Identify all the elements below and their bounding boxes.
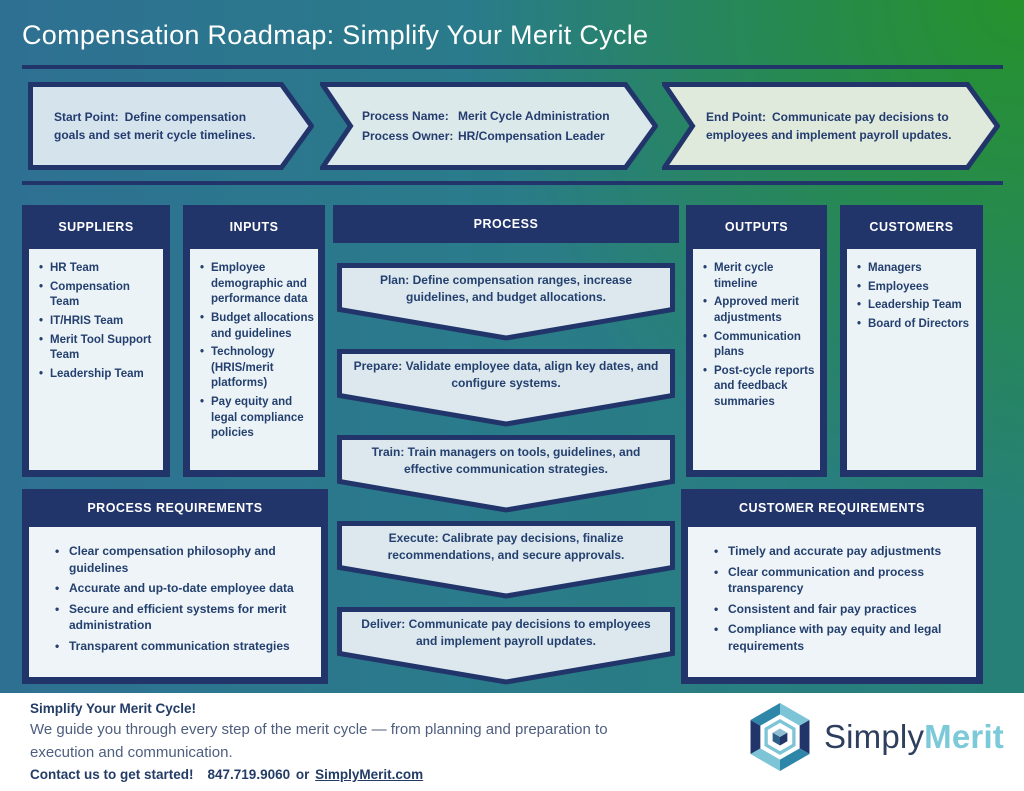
- list-item: Merit cycle timeline: [702, 261, 818, 292]
- process-name-arrow: Process Name: Merit Cycle Administration…: [320, 82, 658, 170]
- list-item: Approved merit adjustments: [702, 295, 818, 326]
- divider-line-middle: [22, 181, 1003, 185]
- suppliers-header: SUPPLIERS: [58, 220, 134, 234]
- process-owner-value: HR/Compensation Leader: [458, 129, 605, 143]
- footer-headline: Simplify Your Merit Cycle!: [30, 701, 197, 716]
- process-step-text: Execute: Calibrate pay decisions, finali…: [387, 531, 625, 562]
- list-item: Merit Tool Support Team: [38, 333, 161, 364]
- logo-wordmark: SimplyMerit: [824, 718, 1004, 756]
- list-item: Technology (HRIS/merit platforms): [199, 345, 316, 392]
- customers-body: ManagersEmployeesLeadership TeamBoard of…: [847, 249, 976, 470]
- chevron-down-shape: [337, 435, 675, 513]
- inputs-body: Employee demographic and performance dat…: [190, 249, 318, 470]
- customers-column: CUSTOMERS ManagersEmployeesLeadership Te…: [840, 205, 983, 477]
- contact-label: Contact us to get started!: [30, 767, 194, 782]
- outputs-body: Merit cycle timelineApproved merit adjus…: [693, 249, 820, 470]
- list-item: Timely and accurate pay adjustments: [714, 543, 968, 560]
- logo-text-simply: Simply: [823, 718, 925, 755]
- divider-line-top: [22, 65, 1003, 69]
- customers-list: ManagersEmployeesLeadership TeamBoard of…: [856, 261, 974, 333]
- customer-requirements-box: CUSTOMER REQUIREMENTS Timely and accurat…: [681, 489, 983, 684]
- process-header: PROCESS: [333, 205, 679, 243]
- end-point-arrow: End Point:Communicate pay decisions to e…: [662, 82, 1000, 170]
- customers-header: CUSTOMERS: [869, 220, 954, 234]
- customer-requirements-list: Timely and accurate pay adjustmentsClear…: [714, 543, 968, 654]
- process-step-text: Train: Train managers on tools, guidelin…: [371, 445, 641, 476]
- list-item: HR Team: [38, 261, 161, 277]
- list-item: Leadership Team: [856, 298, 974, 314]
- outputs-list: Merit cycle timelineApproved merit adjus…: [702, 261, 818, 411]
- inputs-column: INPUTS Employee demographic and performa…: [183, 205, 325, 477]
- list-item: Consistent and fair pay practices: [714, 601, 968, 618]
- list-item: Managers: [856, 261, 974, 277]
- list-item: Budget allocations and guidelines: [199, 311, 316, 342]
- end-point-description: Communicate pay decisions to employees a…: [706, 110, 952, 142]
- end-point-label: End Point:: [706, 110, 766, 124]
- list-item: Accurate and up-to-date employee data: [55, 580, 313, 597]
- contact-or-text: or: [295, 767, 310, 782]
- process-requirements-list: Clear compensation philosophy and guidel…: [55, 543, 313, 654]
- chevron-down-shape: [337, 349, 675, 427]
- website-link[interactable]: SimplyMerit.com: [315, 767, 424, 782]
- process-step-execute: Execute: Calibrate pay decisions, finali…: [337, 521, 675, 599]
- process-requirements-body: Clear compensation philosophy and guidel…: [29, 527, 321, 677]
- start-point-arrow: Start Point:Define compensation goals an…: [28, 82, 314, 170]
- start-point-description: Define compensation goals and set merit …: [54, 110, 256, 142]
- process-step-plan: Plan: Define compensation ranges, increa…: [337, 263, 675, 341]
- list-item: Transparent communication strategies: [55, 638, 313, 655]
- process-name-text: Process Name: Merit Cycle Administration…: [320, 82, 658, 170]
- start-point-label: Start Point:: [54, 110, 119, 124]
- footer-contact-line: Contact us to get started! 847.719.9060 o…: [30, 767, 678, 782]
- chevron-down-shape: [337, 521, 675, 599]
- list-item: Compensation Team: [38, 280, 161, 311]
- logo-text-merit: Merit: [924, 718, 1004, 755]
- footer: Simplify Your Merit Cycle! We guide you …: [0, 693, 1024, 791]
- list-item: Employee demographic and performance dat…: [199, 261, 316, 308]
- chevron-down-shape: [337, 263, 675, 341]
- suppliers-body: HR TeamCompensation TeamIT/HRIS TeamMeri…: [29, 249, 163, 470]
- inputs-list: Employee demographic and performance dat…: [199, 261, 316, 442]
- phone-number: 847.719.9060: [207, 767, 291, 782]
- outputs-column: OUTPUTS Merit cycle timelineApproved mer…: [686, 205, 827, 477]
- footer-description: We guide you through every step of the m…: [30, 721, 608, 761]
- chevron-down-shape: [337, 607, 675, 685]
- process-step-prepare: Prepare: Validate employee data, align k…: [337, 349, 675, 427]
- process-step-text: Plan: Define compensation ranges, increa…: [379, 273, 633, 304]
- end-point-text: End Point:Communicate pay decisions to e…: [662, 82, 1000, 170]
- list-item: Board of Directors: [856, 317, 974, 333]
- hexagon-cube-logo-icon: [750, 703, 810, 771]
- list-item: Secure and efficient systems for merit a…: [55, 601, 313, 634]
- list-item: IT/HRIS Team: [38, 314, 161, 330]
- suppliers-column: SUPPLIERS HR TeamCompensation TeamIT/HRI…: [22, 205, 170, 477]
- arrow-right-shape: [662, 82, 1000, 170]
- start-point-text: Start Point:Define compensation goals an…: [28, 82, 314, 170]
- process-step-text: Deliver: Communicate pay decisions to em…: [361, 617, 651, 648]
- process-name-label: Process Name:: [362, 109, 449, 123]
- customer-requirements-body: Timely and accurate pay adjustmentsClear…: [688, 527, 976, 677]
- inputs-header: INPUTS: [229, 220, 279, 234]
- process-name-value: Merit Cycle Administration: [458, 109, 610, 123]
- process-requirements-header: PROCESS REQUIREMENTS: [87, 501, 263, 515]
- outputs-header: OUTPUTS: [724, 220, 789, 234]
- arrow-right-shape: [320, 82, 658, 170]
- list-item: Clear communication and process transpar…: [714, 564, 968, 597]
- process-owner-label: Process Owner:: [362, 129, 454, 143]
- list-item: Compliance with pay equity and legal req…: [714, 621, 968, 654]
- list-item: Post-cycle reports and feedback summarie…: [702, 364, 818, 411]
- footer-text-block: Simplify Your Merit Cycle! We guide you …: [30, 698, 678, 782]
- process-step-deliver: Deliver: Communicate pay decisions to em…: [337, 607, 675, 685]
- arrow-right-shape: [28, 82, 314, 170]
- page-title: Compensation Roadmap: Simplify Your Meri…: [22, 20, 649, 50]
- list-item: Employees: [856, 280, 974, 296]
- process-requirements-box: PROCESS REQUIREMENTS Clear compensation …: [22, 489, 328, 684]
- customer-requirements-header: CUSTOMER REQUIREMENTS: [739, 501, 925, 515]
- list-item: Leadership Team: [38, 367, 161, 383]
- suppliers-list: HR TeamCompensation TeamIT/HRIS TeamMeri…: [38, 261, 161, 382]
- list-item: Pay equity and legal compliance policies: [199, 395, 316, 442]
- process-step-text: Prepare: Validate employee data, align k…: [353, 359, 659, 390]
- list-item: Communication plans: [702, 330, 818, 361]
- simplymerit-logo: SimplyMerit: [746, 703, 1004, 771]
- process-step-train: Train: Train managers on tools, guidelin…: [337, 435, 675, 513]
- list-item: Clear compensation philosophy and guidel…: [55, 543, 313, 576]
